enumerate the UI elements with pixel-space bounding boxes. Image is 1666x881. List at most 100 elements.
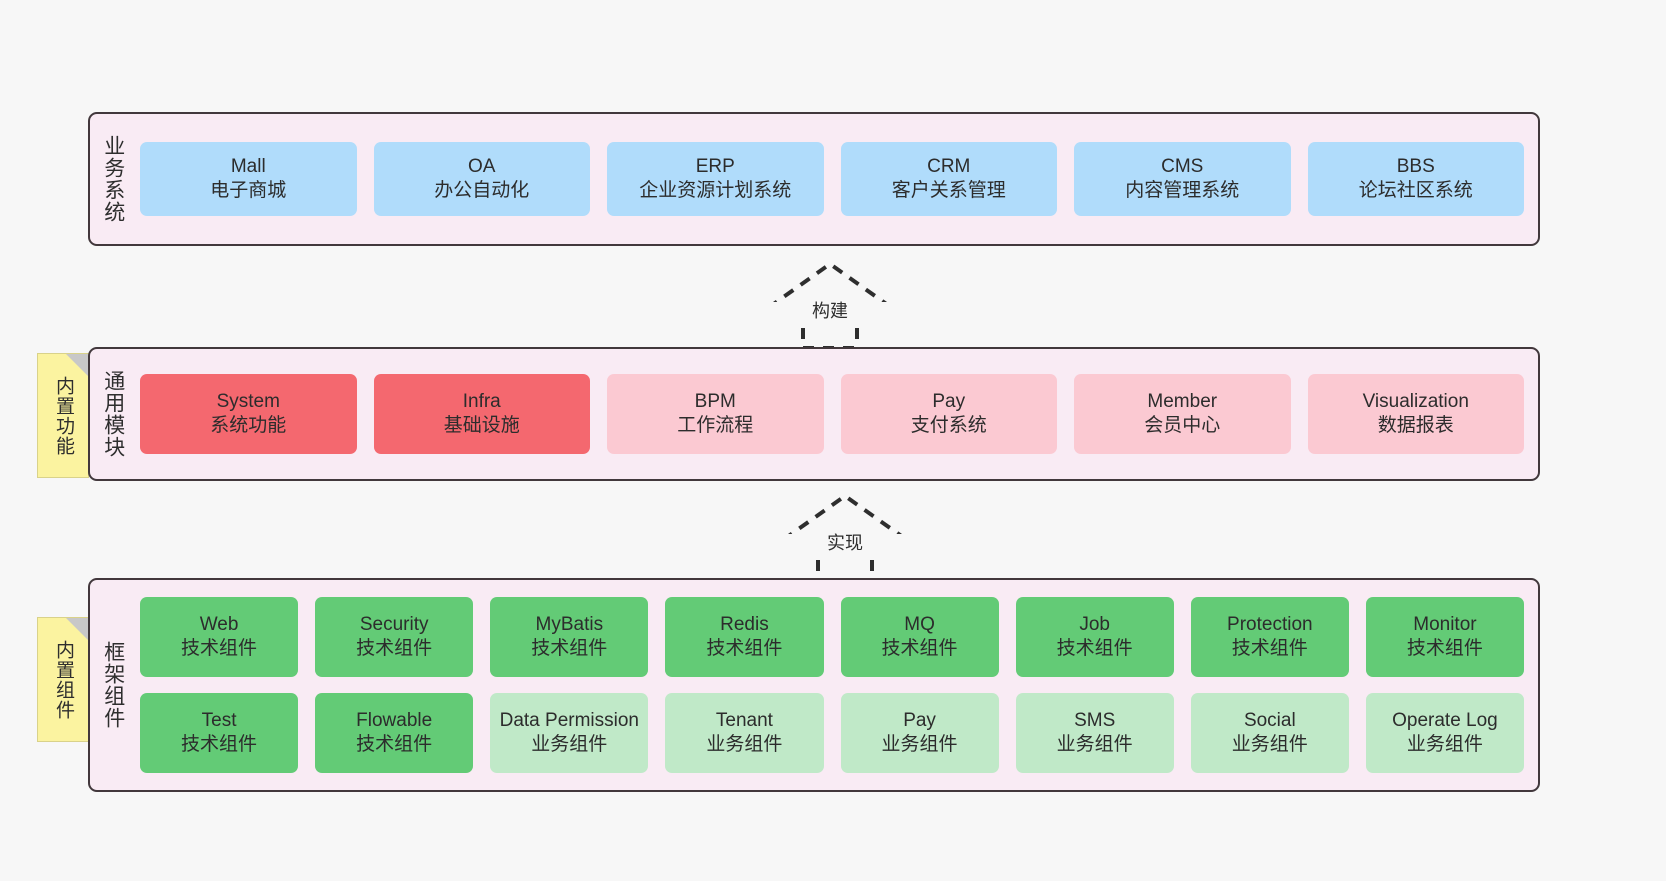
card-mq[interactable]: MQ 技术组件 [840, 597, 999, 677]
card-protection[interactable]: Protection 技术组件 [1190, 597, 1349, 677]
card-monitor[interactable]: Monitor 技术组件 [1365, 597, 1524, 677]
card-mybatis-en: MyBatis [535, 613, 604, 635]
card-system-en: System [216, 390, 280, 412]
card-social-en: Social [1243, 709, 1296, 731]
card-sms[interactable]: SMS 业务组件 [1015, 693, 1174, 773]
card-bpm-cn: 工作流程 [677, 415, 754, 436]
common-card-row: System 系统功能 Infra 基础设施 BPM 工作流程 Pay 支付系统… [140, 374, 1524, 454]
card-erp-cn: 企业资源计划系统 [639, 180, 792, 201]
note-builtin-features: 内置功能 [37, 353, 89, 478]
layer-common-modules: 通用模块 System 系统功能 Infra 基础设施 BPM 工作流程 Pay… [88, 347, 1540, 481]
card-web[interactable]: Web 技术组件 [140, 597, 299, 677]
card-redis-cn: 技术组件 [706, 638, 783, 659]
card-flowable[interactable]: Flowable 技术组件 [315, 693, 474, 773]
card-job[interactable]: Job 技术组件 [1015, 597, 1174, 677]
card-security-en: Security [359, 613, 429, 635]
card-infra-en: Infra [462, 390, 501, 412]
card-security-cn: 技术组件 [356, 638, 433, 659]
card-redis[interactable]: Redis 技术组件 [665, 597, 824, 677]
card-protection-en: Protection [1227, 613, 1313, 635]
card-system[interactable]: System 系统功能 [140, 374, 357, 454]
card-member[interactable]: Member 会员中心 [1074, 374, 1291, 454]
layer-common-modules-body: System 系统功能 Infra 基础设施 BPM 工作流程 Pay 支付系统… [136, 349, 1538, 479]
card-oa-en: OA [468, 155, 496, 177]
card-social[interactable]: Social 业务组件 [1190, 693, 1349, 773]
card-erp-en: ERP [695, 155, 735, 177]
card-operate-log-cn: 业务组件 [1406, 734, 1483, 755]
card-crm-cn: 客户关系管理 [891, 180, 1006, 201]
card-flowable-en: Flowable [356, 709, 433, 731]
note-fold-corner-icon [66, 354, 88, 376]
card-erp[interactable]: ERP 企业资源计划系统 [607, 142, 824, 216]
card-web-cn: 技术组件 [181, 638, 258, 659]
card-mybatis[interactable]: MyBatis 技术组件 [490, 597, 649, 677]
note-builtin-features-label: 内置功能 [53, 375, 75, 456]
layer-framework-components-title: 框架组件 [101, 641, 125, 729]
card-flowable-cn: 技术组件 [356, 734, 433, 755]
card-mall[interactable]: Mall 电子商城 [140, 142, 357, 216]
card-system-cn: 系统功能 [210, 415, 287, 436]
card-member-en: Member [1147, 390, 1218, 412]
card-monitor-cn: 技术组件 [1406, 638, 1483, 659]
layer-framework-components-body: Web 技术组件 Security 技术组件 MyBatis 技术组件 Redi… [136, 580, 1538, 790]
card-pay-module-en: Pay [932, 390, 966, 412]
card-tenant-cn: 业务组件 [706, 734, 783, 755]
card-bbs-cn: 论坛社区系统 [1358, 180, 1473, 201]
note-builtin-components-label: 内置组件 [53, 639, 75, 720]
card-mybatis-cn: 技术组件 [531, 638, 608, 659]
card-visualization[interactable]: Visualization 数据报表 [1307, 374, 1524, 454]
framework-business-row: Test 技术组件 Flowable 技术组件 Data Permission … [140, 693, 1524, 773]
card-bpm[interactable]: BPM 工作流程 [607, 374, 824, 454]
note-fold-corner-icon [66, 618, 88, 640]
card-security[interactable]: Security 技术组件 [315, 597, 474, 677]
arrow-build-label: 构建 [755, 301, 905, 322]
card-infra[interactable]: Infra 基础设施 [373, 374, 590, 454]
card-test[interactable]: Test 技术组件 [140, 693, 299, 773]
note-builtin-components: 内置组件 [37, 617, 89, 742]
card-pay-module-cn: 支付系统 [910, 415, 987, 436]
card-mq-cn: 技术组件 [881, 638, 958, 659]
card-cms-cn: 内容管理系统 [1125, 180, 1240, 201]
card-social-cn: 业务组件 [1231, 734, 1308, 755]
layer-business-systems-title: 业务系统 [101, 135, 125, 223]
arrow-realize-label: 实现 [770, 533, 920, 554]
card-visualization-en: Visualization [1362, 390, 1469, 412]
card-pay-component[interactable]: Pay 业务组件 [840, 693, 999, 773]
card-bbs[interactable]: BBS 论坛社区系统 [1307, 142, 1524, 216]
card-mq-en: MQ [904, 613, 935, 635]
card-pay-component-cn: 业务组件 [881, 734, 958, 755]
card-sms-en: SMS [1074, 709, 1116, 731]
card-pay-component-en: Pay [903, 709, 936, 731]
card-oa-cn: 办公自动化 [434, 180, 530, 201]
card-crm-en: CRM [927, 155, 971, 177]
business-card-row: Mall 电子商城 OA 办公自动化 ERP 企业资源计划系统 CRM 客户关系… [140, 142, 1524, 216]
arrow-build: 构建 [755, 258, 905, 350]
card-pay-module[interactable]: Pay 支付系统 [840, 374, 1057, 454]
card-visualization-cn: 数据报表 [1377, 415, 1454, 436]
layer-common-modules-title: 通用模块 [101, 370, 125, 458]
card-bpm-en: BPM [694, 390, 736, 412]
card-tenant-en: Tenant [715, 709, 773, 731]
card-cms[interactable]: CMS 内容管理系统 [1074, 142, 1291, 216]
layer-framework-components: 框架组件 Web 技术组件 Security 技术组件 MyBatis 技术组件… [88, 578, 1540, 792]
framework-tech-row: Web 技术组件 Security 技术组件 MyBatis 技术组件 Redi… [140, 597, 1524, 677]
card-test-cn: 技术组件 [181, 734, 258, 755]
card-operate-log-en: Operate Log [1392, 709, 1498, 731]
card-mall-cn: 电子商城 [210, 180, 287, 201]
arrow-realize: 实现 [770, 490, 920, 582]
card-mall-en: Mall [230, 155, 266, 177]
card-test-en: Test [201, 709, 237, 731]
card-crm[interactable]: CRM 客户关系管理 [840, 142, 1057, 216]
card-job-en: Job [1079, 613, 1110, 635]
card-data-permission-cn: 业务组件 [531, 734, 608, 755]
card-tenant[interactable]: Tenant 业务组件 [665, 693, 824, 773]
card-oa[interactable]: OA 办公自动化 [373, 142, 590, 216]
layer-business-systems: 业务系统 Mall 电子商城 OA 办公自动化 ERP 企业资源计划系统 CRM… [88, 112, 1540, 246]
card-data-permission[interactable]: Data Permission 业务组件 [490, 693, 649, 773]
card-infra-cn: 基础设施 [443, 415, 520, 436]
card-bbs-en: BBS [1396, 155, 1435, 177]
layer-business-systems-body: Mall 电子商城 OA 办公自动化 ERP 企业资源计划系统 CRM 客户关系… [136, 114, 1538, 244]
card-operate-log[interactable]: Operate Log 业务组件 [1365, 693, 1524, 773]
card-job-cn: 技术组件 [1056, 638, 1133, 659]
